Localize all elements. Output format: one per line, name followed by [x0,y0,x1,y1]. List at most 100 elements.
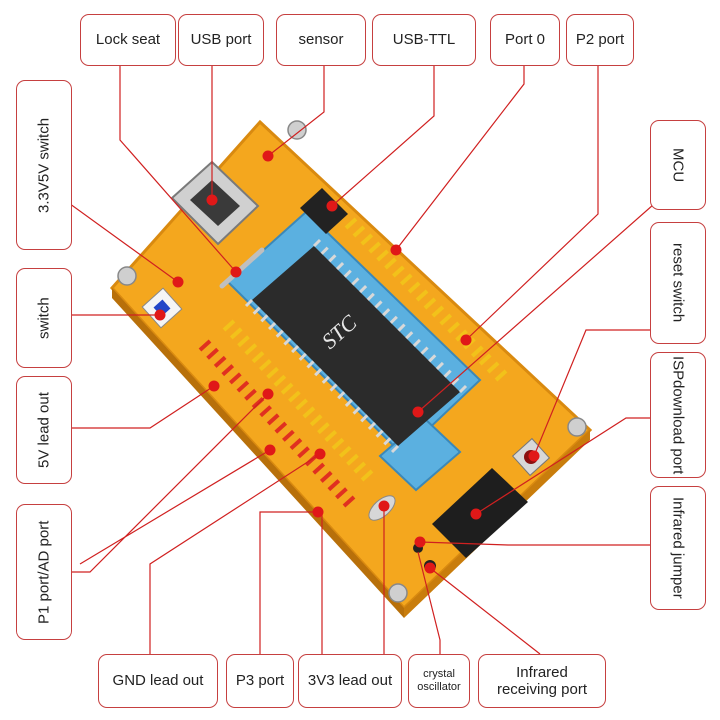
screw-bottom [388,583,408,603]
pin [317,422,330,435]
pin [478,353,492,366]
label-lock-seat: Lock seat [80,14,176,66]
label-reset-switch: reset switch [650,222,706,344]
label-isp-download-port: ISP download port [650,352,706,478]
pin [337,391,346,400]
pin [428,354,437,363]
pin [382,308,391,317]
pin [405,331,414,340]
marker-dots [154,150,540,574]
label-infrared-receiving-port: Infrared receiving port [478,654,606,708]
pin [266,366,279,379]
pin [274,421,288,434]
pin [420,346,429,355]
pin [342,495,356,508]
pin [319,470,333,483]
pin [458,384,468,394]
pin [376,249,389,262]
pin [389,315,398,324]
label-infrared-rx-line2: receiving port [496,681,588,698]
pin [397,323,406,332]
pin [360,469,374,482]
pin [423,297,437,310]
pin [283,337,292,346]
pin [321,375,330,384]
pin [297,446,310,459]
pin [352,406,361,415]
pin [383,437,392,446]
pin [229,327,243,340]
pin [222,319,236,332]
pin [206,347,219,360]
pin [213,355,227,368]
pin [390,444,400,454]
pin [236,380,250,393]
pin [280,382,294,395]
pin [431,305,445,318]
pin [412,338,421,347]
label-sensor: sensor [276,14,366,66]
pin [291,345,300,354]
pin [352,225,366,238]
pin [324,430,338,443]
pin [346,453,359,466]
pin [258,358,272,371]
label-3v3-lead-out: 3V3 lead out [298,654,402,708]
pin [266,413,280,426]
label-usb-ttl: USB-TTL [372,14,476,66]
pin [415,289,429,302]
pin [338,445,352,458]
pin [407,281,421,294]
usb-ttl-chip [300,188,348,234]
pin [451,377,460,386]
pin [335,487,348,500]
pin [295,398,308,411]
pin [252,306,261,315]
label-crystal-oscillator: crystal oscillator [408,654,470,708]
label-5v-lead-out: 5V lead out [16,376,72,484]
pin [298,352,307,361]
pcb-board-edge-left [112,288,404,618]
screw-left [117,266,137,286]
pin [327,479,341,492]
pin [344,217,358,230]
label-port0: Port 0 [490,14,560,66]
pin [447,321,460,334]
pin [288,390,301,403]
pin [359,285,368,294]
header-p1-yellow [222,319,374,482]
label-3v3-5v-switch: 3.3V5V switch [16,80,72,250]
pin [367,421,377,431]
label-crystal-line2: oscillator [417,681,461,693]
pin [435,361,445,371]
pin [455,329,468,342]
header-red-5v [198,339,356,508]
pin [244,343,258,356]
pin [306,360,315,369]
label-gnd-lead-out: GND lead out [98,654,218,708]
pin [309,414,323,427]
pin [267,321,277,331]
header-p0-yellow [344,217,508,382]
pin [470,345,484,358]
label-infrared-jumper: Infrared jumper [650,486,706,610]
pin [399,273,413,286]
pin [237,335,250,348]
pin [320,246,329,255]
pin [228,372,242,385]
pin [343,269,352,278]
label-switch: switch [16,268,72,368]
pin [331,437,345,450]
label-p3-port: P3 port [226,654,294,708]
pin [259,405,272,418]
leader-lines [47,64,671,655]
pin [329,383,338,392]
pin [443,369,452,378]
pin [375,429,384,438]
mcu-chip [244,238,468,454]
label-p1-ad-port: P1 port/AD port [16,504,72,640]
pin [392,265,405,278]
pin [328,254,337,263]
label-isp-line2: download port [669,379,687,475]
label-usb-port: USB port [178,14,264,66]
